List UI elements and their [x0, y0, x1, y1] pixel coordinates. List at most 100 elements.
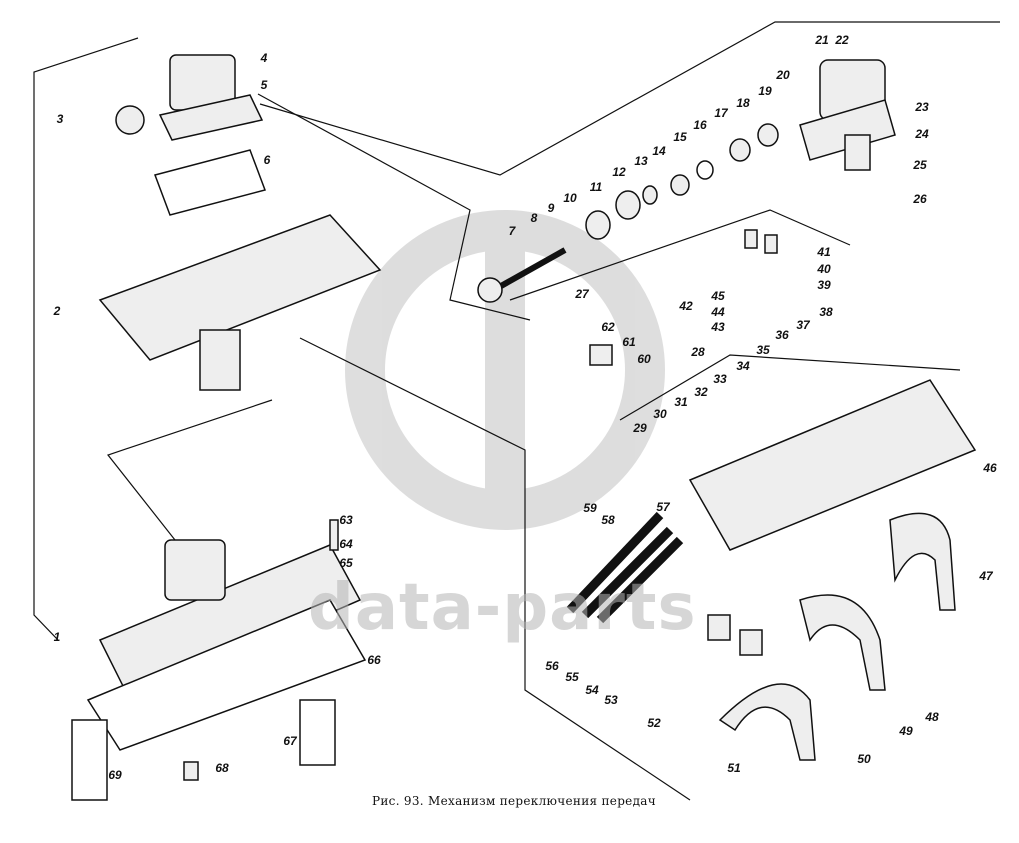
- callout-13: 13: [634, 154, 648, 168]
- callout-21: 21: [815, 33, 829, 47]
- callout-56: 56: [545, 659, 559, 673]
- callout-3: 3: [56, 112, 64, 126]
- callout-16: 16: [693, 118, 707, 132]
- assembled-housing: [164, 539, 226, 601]
- callout-2: 2: [53, 304, 61, 318]
- callout-67: 67: [283, 734, 297, 748]
- callout-25: 25: [913, 158, 927, 172]
- callout-32: 32: [694, 385, 708, 399]
- gasket: [154, 149, 266, 216]
- callout-60: 60: [637, 352, 651, 366]
- figure-caption: Рис. 93. Механизм переключения передач: [372, 794, 656, 808]
- callout-39: 39: [817, 278, 831, 292]
- callout-57: 57: [656, 500, 670, 514]
- callout-46: 46: [983, 461, 997, 475]
- bolt-63: [329, 519, 339, 551]
- callout-17: 17: [714, 106, 728, 120]
- part-shapes: [71, 54, 977, 801]
- callout-45: 45: [711, 289, 725, 303]
- callout-8: 8: [530, 211, 538, 225]
- callout-28: 28: [691, 345, 705, 359]
- callout-14: 14: [652, 144, 666, 158]
- fork-50: [718, 683, 816, 761]
- rod-57b: [581, 526, 674, 619]
- callout-34: 34: [736, 359, 750, 373]
- callout-69: 69: [108, 768, 122, 782]
- callout-29: 29: [633, 421, 647, 435]
- callout-49: 49: [899, 724, 913, 738]
- callout-68: 68: [215, 761, 229, 775]
- callout-33: 33: [713, 372, 727, 386]
- callout-48: 48: [925, 710, 939, 724]
- fork-48: [799, 594, 886, 691]
- callout-37: 37: [796, 318, 810, 332]
- callout-22: 22: [835, 33, 849, 47]
- block-53: [707, 614, 731, 641]
- callout-4: 4: [260, 51, 268, 65]
- callout-30: 30: [653, 407, 667, 421]
- callout-65: 65: [339, 556, 353, 570]
- callout-1: 1: [53, 630, 61, 644]
- callout-63: 63: [339, 513, 353, 527]
- callout-5: 5: [260, 78, 268, 92]
- dowel-68: [183, 761, 199, 781]
- callout-24: 24: [915, 127, 929, 141]
- callout-36: 36: [775, 328, 789, 342]
- bottom-gasket: [86, 599, 367, 751]
- callout-66: 66: [367, 653, 381, 667]
- spring-18: [757, 123, 779, 147]
- plate-11: [585, 210, 611, 240]
- bolt-box-67: [299, 699, 336, 766]
- plate-12: [615, 190, 641, 220]
- bushing-17: [729, 138, 751, 162]
- rod-57c: [596, 536, 684, 624]
- callout-20: 20: [776, 68, 790, 82]
- watermark-text: data-parts: [308, 571, 697, 645]
- housing-flange: [158, 94, 264, 141]
- callout-18: 18: [736, 96, 750, 110]
- callout-50: 50: [857, 752, 871, 766]
- callout-52: 52: [647, 716, 661, 730]
- block-52: [739, 629, 763, 656]
- bushing-14: [670, 174, 690, 196]
- plug-41a: [744, 229, 758, 249]
- callout-23: 23: [915, 100, 929, 114]
- callout-19: 19: [758, 84, 772, 98]
- callout-61: 61: [622, 335, 636, 349]
- callout-27: 27: [575, 287, 589, 301]
- plug-41b: [764, 234, 778, 254]
- callout-44: 44: [711, 305, 725, 319]
- gearbox-top-cover: [98, 214, 382, 361]
- callout-51: 51: [727, 761, 741, 775]
- callout-35: 35: [756, 343, 770, 357]
- watermark-logo: [345, 210, 665, 530]
- callout-10: 10: [563, 191, 577, 205]
- fork-47: [889, 512, 956, 611]
- callout-40: 40: [817, 262, 831, 276]
- callout-31: 31: [674, 395, 688, 409]
- washer-13: [642, 185, 658, 205]
- gearbox-cover-28: [688, 379, 977, 551]
- callout-47: 47: [979, 569, 993, 583]
- callout-38: 38: [819, 305, 833, 319]
- callout-59: 59: [583, 501, 597, 515]
- callout-7: 7: [508, 224, 516, 238]
- callout-15: 15: [673, 130, 687, 144]
- frame-lines: [33, 21, 1000, 801]
- callout-6: 6: [263, 153, 271, 167]
- shift-fork-left: [199, 329, 241, 391]
- callout-55: 55: [565, 670, 579, 684]
- callout-43: 43: [711, 320, 725, 334]
- callout-9: 9: [547, 201, 555, 215]
- callout-64: 64: [339, 537, 353, 551]
- lock-62: [589, 344, 613, 366]
- callout-26: 26: [913, 192, 927, 206]
- bolt-box-69: [71, 719, 108, 801]
- callout-42: 42: [679, 299, 693, 313]
- housing-23-flange: [799, 99, 896, 161]
- callout-54: 54: [585, 683, 599, 697]
- ring-15: [696, 160, 714, 180]
- flange-disc: [115, 105, 145, 135]
